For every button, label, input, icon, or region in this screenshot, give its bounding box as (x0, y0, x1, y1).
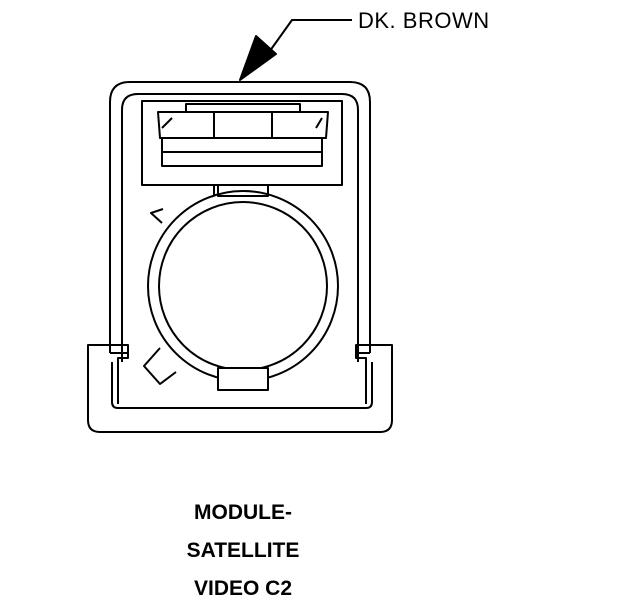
right-notch (355, 345, 367, 392)
caption-line-1: MODULE- (194, 501, 292, 524)
connector-body-outline (109, 81, 371, 353)
wire-color-label: DK. BROWN (358, 8, 490, 33)
connector-caption: MODULE- SATELLITE VIDEO C2 (143, 494, 343, 608)
connector-flange-outer (87, 344, 393, 433)
connector-flange-inner (111, 362, 373, 409)
keying-lug-top (150, 208, 164, 224)
caption-line-2: SATELLITE (186, 539, 300, 562)
callout-leader (239, 19, 352, 81)
bottom-key (217, 367, 269, 391)
keying-lug-bottom (143, 347, 177, 385)
caption-line-3: VIDEO C2 (193, 577, 293, 600)
latch-stem (217, 185, 269, 197)
terminal-cavity (143, 184, 339, 391)
latch-window (141, 100, 343, 186)
connector-body-inner (121, 93, 359, 362)
